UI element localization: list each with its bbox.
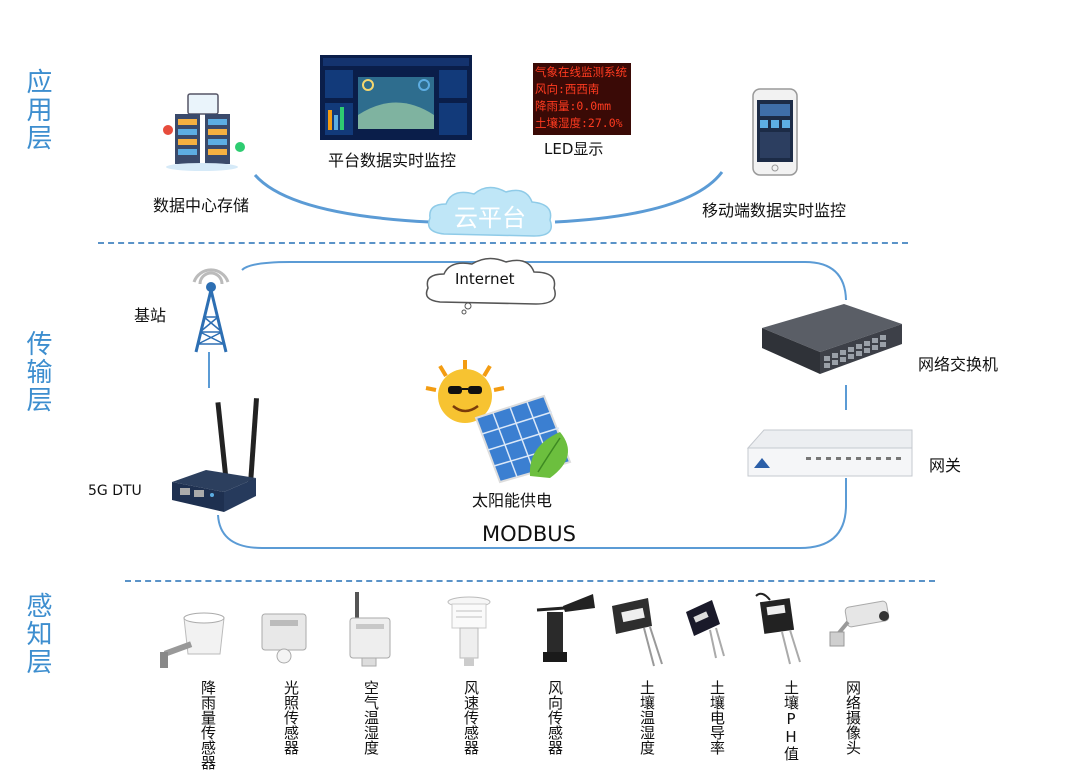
gateway-device-icon bbox=[746, 429, 913, 477]
led-line-1: 气象在线监测系统 bbox=[535, 65, 627, 79]
platform-dashboard-image bbox=[320, 55, 472, 140]
dtu-label: 5G DTU bbox=[88, 483, 142, 499]
layer-label-application: 应用层 bbox=[22, 68, 52, 152]
data-center-icon bbox=[163, 93, 245, 171]
solar-power-icon bbox=[425, 360, 572, 484]
cloud-platform-icon bbox=[427, 186, 552, 237]
rain-gauge-icon bbox=[160, 612, 225, 668]
platform-monitor-label: 平台数据实时监控 bbox=[328, 151, 457, 170]
led-line-2: 风向:西西南 bbox=[535, 82, 600, 96]
transport-top-line bbox=[241, 261, 847, 301]
sensor-label-soil-temp: 土壤温湿度 bbox=[638, 680, 656, 755]
sensor-label-soil-conductivity: 土壤电导率 bbox=[708, 680, 726, 755]
modbus-label: MODBUS bbox=[482, 522, 576, 546]
divider-application-transport bbox=[98, 242, 908, 244]
internet-label: Internet bbox=[455, 270, 515, 288]
led-display-label: LED显示 bbox=[544, 140, 604, 158]
wind-direction-icon bbox=[536, 594, 595, 662]
sensor-label-air: 空气温湿度 bbox=[362, 680, 380, 755]
led-line-3: 降雨量:0.0mm bbox=[535, 99, 612, 113]
sensor-label-camera: 网络摄像头 bbox=[844, 680, 862, 755]
modbus-bus-line bbox=[217, 478, 847, 549]
internet-cloud-icon bbox=[425, 257, 556, 315]
arc-right-to-cloud bbox=[554, 171, 724, 224]
dtu-device-icon bbox=[172, 398, 259, 512]
network-switch-label: 网络交换机 bbox=[918, 355, 999, 374]
mobile-phone-icon bbox=[752, 88, 798, 176]
air-temp-humidity-icon bbox=[349, 592, 391, 667]
led-line-4: 土壤湿度:27.0% bbox=[535, 116, 623, 130]
mobile-monitor-label: 移动端数据实时监控 bbox=[702, 201, 847, 220]
wind-speed-icon bbox=[447, 596, 491, 666]
base-station-label: 基站 bbox=[134, 306, 167, 325]
soil-temp-humidity-icon bbox=[612, 598, 663, 667]
sensor-label-wind-direction: 风向传感器 bbox=[546, 680, 564, 755]
divider-transport-perception bbox=[125, 580, 935, 582]
cloud-platform-label: 云平台 bbox=[454, 204, 526, 232]
data-center-label: 数据中心存储 bbox=[153, 196, 250, 215]
sensor-label-light: 光照传感器 bbox=[282, 680, 300, 755]
solar-power-label: 太阳能供电 bbox=[472, 491, 553, 510]
light-sensor-icon bbox=[261, 613, 307, 664]
arc-left-to-cloud bbox=[253, 174, 431, 224]
led-display-panel: 气象在线监测系统 风向:西西南 降雨量:0.0mm 土壤湿度:27.0% bbox=[533, 63, 631, 135]
network-camera-icon bbox=[829, 600, 890, 647]
sensor-label-rain: 降雨量传感器 bbox=[199, 680, 217, 770]
soil-conductivity-icon bbox=[686, 600, 725, 659]
sensor-label-soil-ph: 土壤PH值 bbox=[782, 680, 800, 761]
network-switch-icon bbox=[762, 304, 902, 374]
sensor-label-wind-speed: 风速传感器 bbox=[462, 680, 480, 755]
soil-ph-icon bbox=[755, 592, 801, 665]
base-station-tower-icon bbox=[192, 268, 230, 353]
gateway-label: 网关 bbox=[929, 456, 962, 475]
layer-label-perception: 感知层 bbox=[22, 592, 52, 676]
layer-label-transport: 传输层 bbox=[22, 330, 52, 414]
